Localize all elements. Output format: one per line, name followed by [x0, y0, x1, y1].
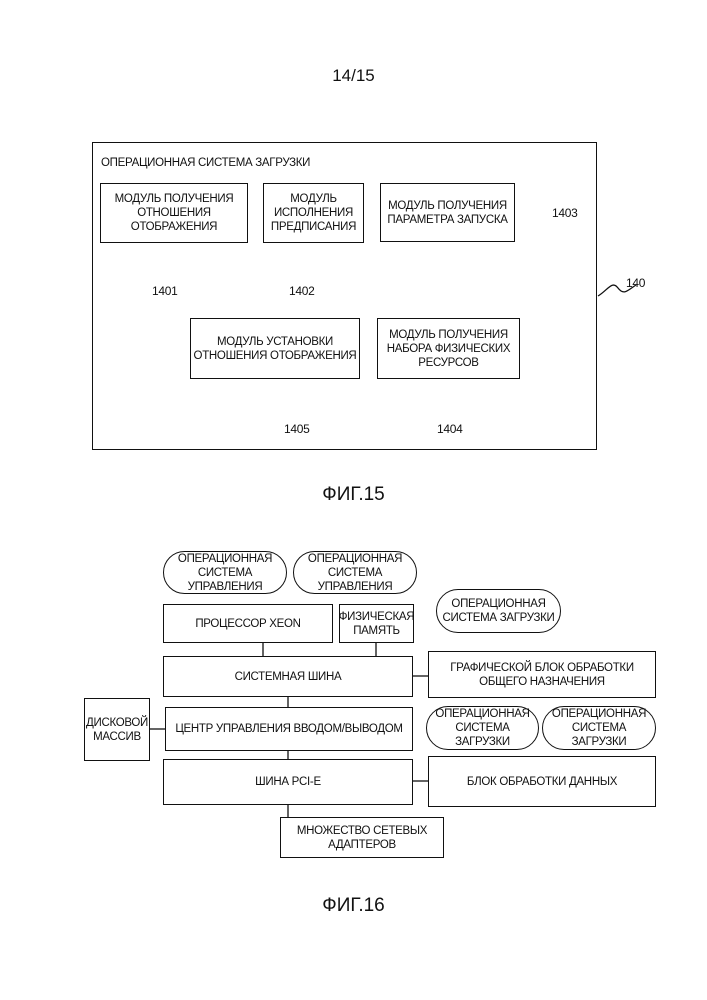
os-boot-top-label: ОПЕРАЦИОННАЯ СИСТЕМА ЗАГРУЗКИ [437, 590, 560, 632]
module-1403: МОДУЛЬ ПОЛУЧЕНИЯ ПАРАМЕТРА ЗАПУСКА [380, 183, 515, 242]
disk-array-label: ДИСКОВОЙ МАССИВ [85, 699, 149, 760]
network-adapters-label: МНОЖЕСТВО СЕТЕВЫХ АДАПТЕРОВ [281, 818, 443, 857]
network-adapters: МНОЖЕСТВО СЕТЕВЫХ АДАПТЕРОВ [280, 817, 444, 858]
ref-1404: 1404 [437, 422, 463, 436]
ref-1403: 1403 [552, 206, 578, 220]
ref-1402: 1402 [289, 284, 315, 298]
module-1404-label: МОДУЛЬ ПОЛУЧЕНИЯ НАБОРА ФИЗИЧЕСКИХ РЕСУР… [378, 319, 519, 378]
container-title: ОПЕРАЦИОННАЯ СИСТЕМА ЗАГРУЗКИ [101, 157, 310, 169]
os-boot-right: ОПЕРАЦИОННАЯ СИСТЕМА ЗАГРУЗКИ [542, 706, 656, 750]
ref-1405: 1405 [284, 422, 310, 436]
physical-memory: ФИЗИЧЕСКАЯ ПАМЯТЬ [339, 604, 414, 643]
physical-memory-label: ФИЗИЧЕСКАЯ ПАМЯТЬ [340, 605, 413, 642]
os-boot-left-label: ОПЕРАЦИОННАЯ СИСТЕМА ЗАГРУЗКИ [427, 707, 538, 749]
os-control-1: ОПЕРАЦИОННАЯ СИСТЕМА УПРАВЛЕНИЯ [163, 551, 287, 594]
system-bus-label: СИСТЕМНАЯ ШИНА [164, 657, 412, 696]
xeon-processor-label: ПРОЦЕССОР XEON [164, 605, 332, 642]
io-control-hub-label: ЦЕНТР УПРАВЛЕНИЯ ВВОДОМ/ВЫВОДОМ [166, 708, 412, 750]
os-boot-top: ОПЕРАЦИОННАЯ СИСТЕМА ЗАГРУЗКИ [436, 589, 561, 633]
gpu-block: ГРАФИЧЕСКОЙ БЛОК ОБРАБОТКИ ОБЩЕГО НАЗНАЧ… [428, 651, 656, 698]
disk-array: ДИСКОВОЙ МАССИВ [84, 698, 150, 761]
os-control-1-label: ОПЕРАЦИОННАЯ СИСТЕМА УПРАВЛЕНИЯ [164, 552, 286, 593]
ref-1401: 1401 [152, 284, 178, 298]
ref-140: 140 [626, 276, 645, 290]
module-1405: МОДУЛЬ УСТАНОВКИ ОТНОШЕНИЯ ОТОБРАЖЕНИЯ [190, 318, 360, 379]
pcie-bus-label: ШИНА PCI-E [164, 760, 412, 804]
module-1404: МОДУЛЬ ПОЛУЧЕНИЯ НАБОРА ФИЗИЧЕСКИХ РЕСУР… [377, 318, 520, 379]
os-control-2: ОПЕРАЦИОННАЯ СИСТЕМА УПРАВЛЕНИЯ [293, 551, 417, 594]
data-processing-block-label: БЛОК ОБРАБОТКИ ДАННЫХ [429, 757, 655, 806]
os-boot-right-label: ОПЕРАЦИОННАЯ СИСТЕМА ЗАГРУЗКИ [543, 707, 655, 749]
system-bus: СИСТЕМНАЯ ШИНА [163, 656, 413, 697]
module-1403-label: МОДУЛЬ ПОЛУЧЕНИЯ ПАРАМЕТРА ЗАПУСКА [381, 184, 514, 241]
figure-15-caption: ФИГ.15 [0, 484, 707, 506]
module-1402-label: МОДУЛЬ ИСПОЛНЕНИЯ ПРЕДПИСАНИЯ [264, 184, 363, 242]
data-processing-block: БЛОК ОБРАБОТКИ ДАННЫХ [428, 756, 656, 807]
module-1401-label: МОДУЛЬ ПОЛУЧЕНИЯ ОТНОШЕНИЯ ОТОБРАЖЕНИЯ [101, 184, 247, 242]
figure-16-caption: ФИГ.16 [0, 895, 707, 917]
gpu-block-label: ГРАФИЧЕСКОЙ БЛОК ОБРАБОТКИ ОБЩЕГО НАЗНАЧ… [429, 652, 655, 697]
module-1402: МОДУЛЬ ИСПОЛНЕНИЯ ПРЕДПИСАНИЯ [263, 183, 364, 243]
pcie-bus: ШИНА PCI-E [163, 759, 413, 805]
io-control-hub: ЦЕНТР УПРАВЛЕНИЯ ВВОДОМ/ВЫВОДОМ [165, 707, 413, 751]
module-1401: МОДУЛЬ ПОЛУЧЕНИЯ ОТНОШЕНИЯ ОТОБРАЖЕНИЯ [100, 183, 248, 243]
os-boot-left: ОПЕРАЦИОННАЯ СИСТЕМА ЗАГРУЗКИ [426, 706, 539, 750]
module-1405-label: МОДУЛЬ УСТАНОВКИ ОТНОШЕНИЯ ОТОБРАЖЕНИЯ [191, 319, 359, 378]
xeon-processor: ПРОЦЕССОР XEON [163, 604, 333, 643]
os-control-2-label: ОПЕРАЦИОННАЯ СИСТЕМА УПРАВЛЕНИЯ [294, 552, 416, 593]
page-number: 14/15 [0, 66, 707, 86]
